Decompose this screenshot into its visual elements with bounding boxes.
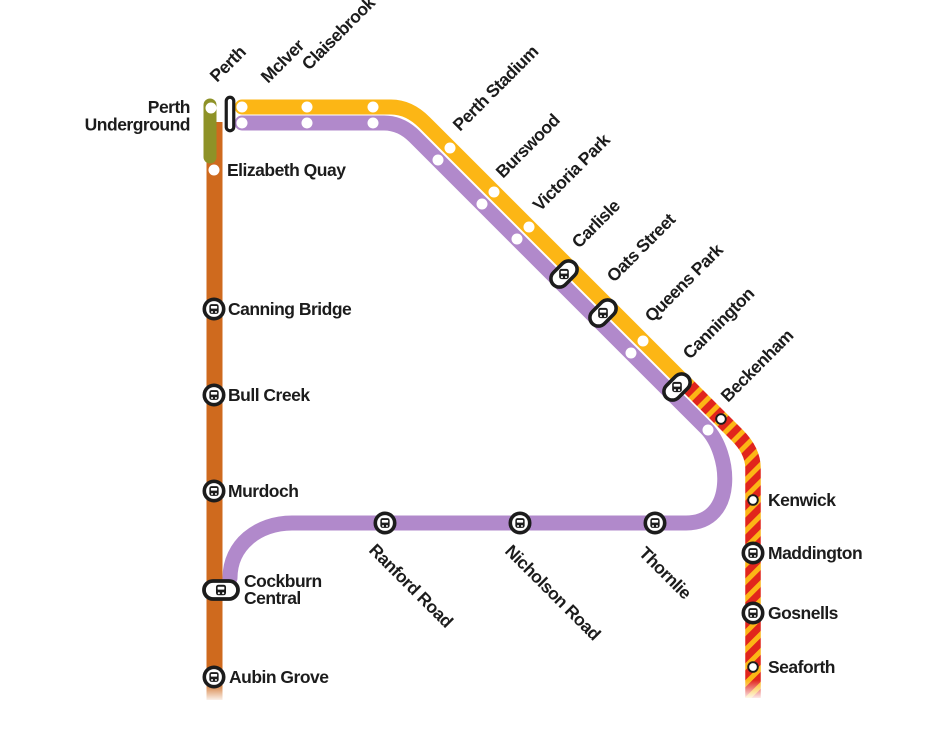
station-label: Central [244, 588, 301, 608]
station-kenwick: Kenwick [747, 490, 837, 510]
station-maddington: Maddington [741, 541, 863, 565]
bus-icon [215, 584, 227, 596]
station-label: Nicholson Road [501, 541, 604, 644]
bus-icon [748, 548, 758, 558]
station-dot [367, 117, 379, 129]
line-end-fade [744, 680, 763, 700]
station-label: Bull Creek [228, 385, 310, 405]
rail-lines [203, 98, 763, 702]
station-dot [205, 102, 217, 114]
station-label: Cockburn [244, 571, 322, 591]
station-label: Kenwick [768, 490, 836, 510]
station-label: Elizabeth Quay [227, 160, 346, 180]
station-ring-dot [747, 661, 759, 673]
station-dot [625, 347, 637, 359]
station-beckenham: Beckenham [702, 325, 797, 436]
station-ring-dot [747, 494, 759, 506]
bus-icon [209, 304, 219, 314]
station-aubin-grove: Aubin Grove [202, 665, 330, 689]
station-nicholson-road: Nicholson Road [501, 511, 605, 644]
station-label: Carlisle [568, 195, 625, 252]
station-canning-bridge: Canning Bridge [202, 297, 353, 321]
station-label: Perth [206, 42, 250, 86]
station-dot [208, 164, 220, 176]
bus-icon [598, 307, 608, 319]
line-armadale-line [234, 99, 692, 390]
bus-icon [650, 518, 660, 528]
bus-icon [559, 268, 569, 280]
bus-icon [748, 608, 758, 618]
station-dot [236, 101, 248, 113]
station-label: Ranford Road [365, 540, 457, 632]
bus-icon [380, 518, 390, 528]
station-dot [511, 233, 523, 245]
station-ranford-road: Ranford Road [365, 511, 457, 632]
bus-icon [209, 672, 219, 682]
station-label: Underground [85, 115, 190, 135]
station-bull-creek: Bull Creek [202, 383, 311, 407]
station-label: Maddington [768, 543, 862, 563]
station-dot [476, 198, 488, 210]
station-label: Claisebrook [298, 0, 380, 74]
station-label: Murdoch [228, 481, 298, 501]
station-dot [432, 154, 444, 166]
station-dot [367, 101, 379, 113]
station-dot [444, 142, 456, 154]
bus-icon [209, 390, 219, 400]
station-ring-dot [715, 413, 727, 425]
station-murdoch: Murdoch [202, 479, 299, 503]
bus-icon [672, 381, 682, 393]
station-seaforth: Seaforth [747, 657, 835, 677]
station-label: Seaforth [768, 657, 835, 677]
station-dot [488, 186, 500, 198]
station-dot [301, 101, 313, 113]
station-dot [301, 117, 313, 129]
station-label: Perth Stadium [449, 41, 542, 134]
station-label: Canning Bridge [228, 299, 352, 319]
station-label: Burswood [492, 110, 564, 182]
station-gosnells: Gosnells [741, 601, 839, 625]
station-pill [224, 95, 236, 133]
station-label: Oats Street [603, 209, 680, 286]
station-dot [523, 221, 535, 233]
station-dot [702, 424, 714, 436]
bus-icon [515, 518, 525, 528]
bus-icon [209, 486, 219, 496]
station-elizabeth-quay: Elizabeth Quay [208, 160, 347, 180]
station-label: Gosnells [768, 603, 839, 623]
station-label: Perth [148, 97, 190, 117]
station-dot [637, 335, 649, 347]
station-label: Beckenham [717, 325, 797, 405]
station-label: Thornlie [635, 543, 696, 604]
station-dot [236, 117, 248, 129]
line-armadale-line-closed-section [677, 375, 761, 698]
station-label: Aubin Grove [229, 667, 329, 687]
station-label: Cannington [679, 283, 758, 362]
line-thornlie-cockburn-line [222, 115, 733, 586]
